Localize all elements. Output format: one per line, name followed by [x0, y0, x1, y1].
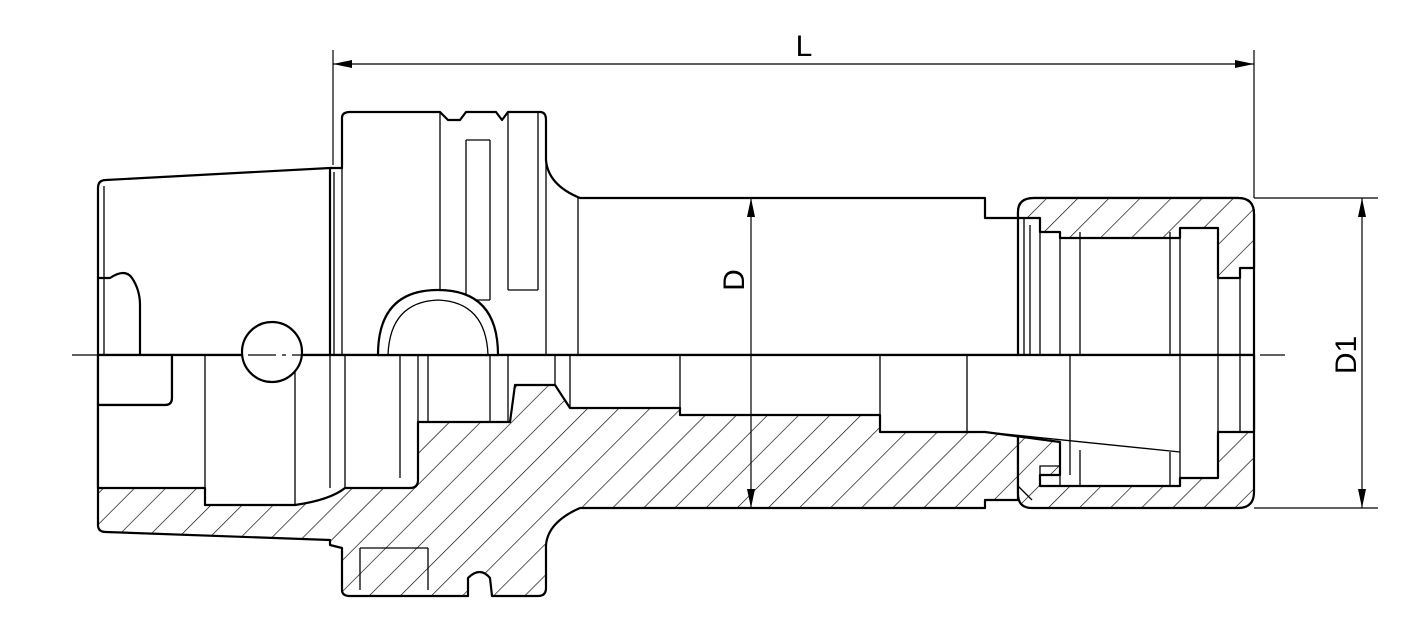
dim-D-arrow-top — [747, 198, 755, 217]
dim-L-arrow-right — [1235, 60, 1254, 68]
flange-groove-lower — [359, 547, 429, 590]
flange-outline — [328, 110, 1020, 357]
dimension-L: L — [332, 30, 1255, 198]
coolant-port-circle — [240, 320, 304, 384]
drive-key-notch — [96, 271, 142, 357]
dim-D-arrow-bottom — [747, 489, 755, 508]
flange-detail-lines — [333, 112, 579, 355]
nut-thread-lower — [1039, 442, 1171, 486]
dim-D-label: D — [718, 269, 751, 291]
external-view-upper — [96, 110, 1256, 384]
dimension-D: D — [718, 198, 755, 508]
nut-inner-lines-upper — [1023, 218, 1241, 355]
nut-chamfer-lower — [1017, 485, 1033, 501]
dim-D1-arrow-bottom — [1358, 489, 1366, 508]
dim-D1-label: D1 — [1330, 336, 1363, 374]
dim-D1-arrow-top — [1358, 198, 1366, 217]
orientation-slot — [376, 288, 500, 357]
orientation-slot-inner — [387, 299, 489, 356]
taper-shank-outline — [96, 166, 332, 357]
dim-L-label: L — [796, 30, 813, 63]
collet-bore-cavity — [96, 353, 174, 407]
bore-step-lines — [204, 355, 1241, 505]
dimension-D1: D1 — [1254, 197, 1378, 509]
dim-L-arrow-left — [333, 60, 352, 68]
section-view-lower — [96, 353, 1256, 598]
